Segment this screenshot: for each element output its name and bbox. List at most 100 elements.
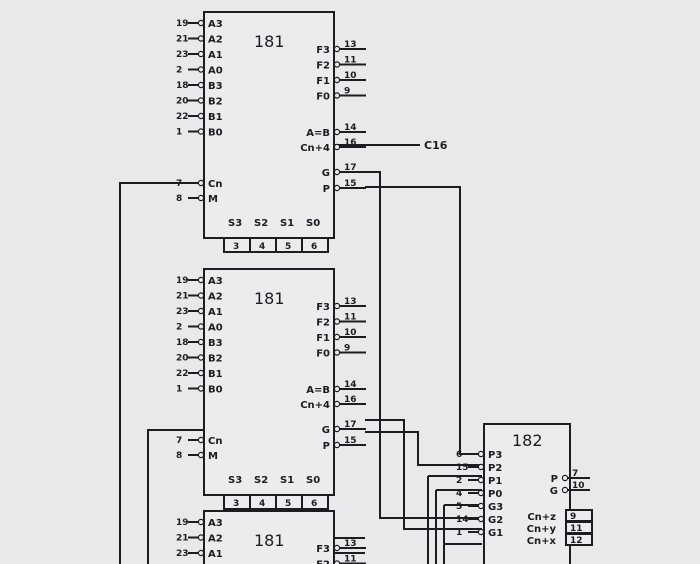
- pin-number: 14: [344, 380, 357, 390]
- select-number: 3: [233, 242, 239, 252]
- pin-number: 2: [456, 476, 462, 486]
- pin-number: 10: [572, 481, 585, 491]
- pin-number: 11: [344, 56, 357, 66]
- pin-label: G2: [488, 515, 503, 526]
- pin-bubble: [197, 369, 205, 377]
- pin-number: 17: [344, 420, 357, 430]
- pin-number: 19: [176, 19, 189, 29]
- pin-bubble: [477, 515, 485, 523]
- pin-number: 23: [176, 307, 189, 317]
- pin-label: A1: [208, 50, 223, 61]
- pin-number: 9: [344, 87, 350, 97]
- pin-bubble: [197, 81, 205, 89]
- pin-number: 23: [176, 50, 189, 60]
- pin-label: F3: [316, 45, 330, 56]
- pin-bubble: [477, 502, 485, 510]
- pin-label: F2: [316, 61, 330, 72]
- pin-bubble: [333, 128, 341, 136]
- select-label: S2: [254, 475, 268, 486]
- pin-number: 8: [176, 194, 182, 204]
- pin-number: 7: [176, 179, 182, 189]
- chip-body: [483, 423, 571, 564]
- pin-label: P1: [488, 476, 502, 487]
- pin-label: A1: [208, 549, 223, 560]
- pin-number: 22: [176, 369, 189, 379]
- pin-bubble: [477, 450, 485, 458]
- pin-label: A3: [208, 19, 223, 30]
- pin-bubble: [333, 385, 341, 393]
- pin-label: B2: [208, 354, 223, 365]
- pin-number: 15: [344, 436, 357, 446]
- pin-bubble: [333, 61, 341, 68]
- pin-label: B2: [208, 97, 223, 108]
- pin-bubble: [197, 50, 205, 58]
- pin-label: B0: [208, 128, 223, 139]
- pin-label: Cn+z: [527, 512, 556, 523]
- pin-number: 2: [176, 66, 182, 76]
- pin-number: 11: [344, 555, 357, 564]
- pin-label: F0: [316, 349, 330, 360]
- select-label: S1: [280, 475, 294, 486]
- alu-181-chip: 18119A321A223A1F313F211: [176, 510, 366, 564]
- pin-label: A1: [208, 307, 223, 318]
- pin-label: Cn+4: [300, 400, 330, 411]
- pin-bubble: [561, 474, 569, 482]
- select-number: 6: [311, 242, 317, 252]
- pin-bubble: [197, 112, 205, 120]
- pin-bubble: [197, 292, 205, 299]
- pin-label: F2: [316, 318, 330, 329]
- pin-label: G: [322, 168, 330, 179]
- pin-number: 7: [572, 469, 578, 479]
- chip2-g-to-g2: [365, 419, 482, 530]
- pin-bubble: [477, 463, 485, 471]
- chip-body: [203, 268, 335, 496]
- pin-bubble: [333, 76, 341, 84]
- pin-label: Cn: [208, 436, 222, 447]
- pin-bubble: [197, 179, 205, 187]
- pin-label: F1: [316, 333, 330, 344]
- pin-label: F2: [316, 560, 330, 564]
- pin-bubble: [333, 333, 341, 341]
- pin-label: P0: [488, 489, 502, 500]
- pin-number: 19: [176, 276, 189, 286]
- pin-bubble: [197, 276, 205, 284]
- pin-number: 20: [176, 354, 189, 364]
- chip1-cn-wire: [119, 182, 204, 564]
- pin-bubble: [333, 441, 341, 449]
- pin-bubble: [197, 194, 205, 202]
- pin-number: 21: [176, 35, 189, 45]
- select-label: S2: [254, 218, 268, 229]
- chip1-p-to-p3: [365, 186, 482, 455]
- pin-label: G3: [488, 502, 503, 513]
- pin-bubble: [197, 97, 205, 104]
- pin-label: P: [551, 474, 558, 485]
- pin-label: P: [323, 441, 330, 452]
- chip2-p-to-p2: [365, 431, 482, 466]
- pin-label: Cn+y: [527, 524, 557, 535]
- pin-label: A=B: [306, 128, 330, 139]
- pin-label: Cn+x: [527, 536, 557, 547]
- pin-label: G: [322, 425, 330, 436]
- pin-label: B1: [208, 112, 223, 123]
- pin-number: 8: [176, 451, 182, 461]
- select-label: S1: [280, 218, 294, 229]
- pin-label: A0: [208, 66, 223, 77]
- pin-bubble: [333, 400, 341, 408]
- pin-number: 1: [176, 385, 182, 395]
- pin-number: 9: [344, 344, 350, 354]
- pin-bubble: [197, 19, 205, 27]
- pin-label: B1: [208, 369, 223, 380]
- pin-label: G: [550, 486, 558, 497]
- pin-label: P2: [488, 463, 502, 474]
- pin-number: 17: [344, 163, 357, 173]
- pin-number: 19: [176, 518, 189, 528]
- select-number: 5: [285, 242, 291, 252]
- pin-bubble: [561, 486, 569, 494]
- pin-number: 11: [344, 313, 357, 323]
- pin-label: A3: [208, 276, 223, 287]
- select-number: 3: [233, 499, 239, 509]
- pin-number: 13: [344, 539, 357, 549]
- pin-bubble: [333, 349, 341, 356]
